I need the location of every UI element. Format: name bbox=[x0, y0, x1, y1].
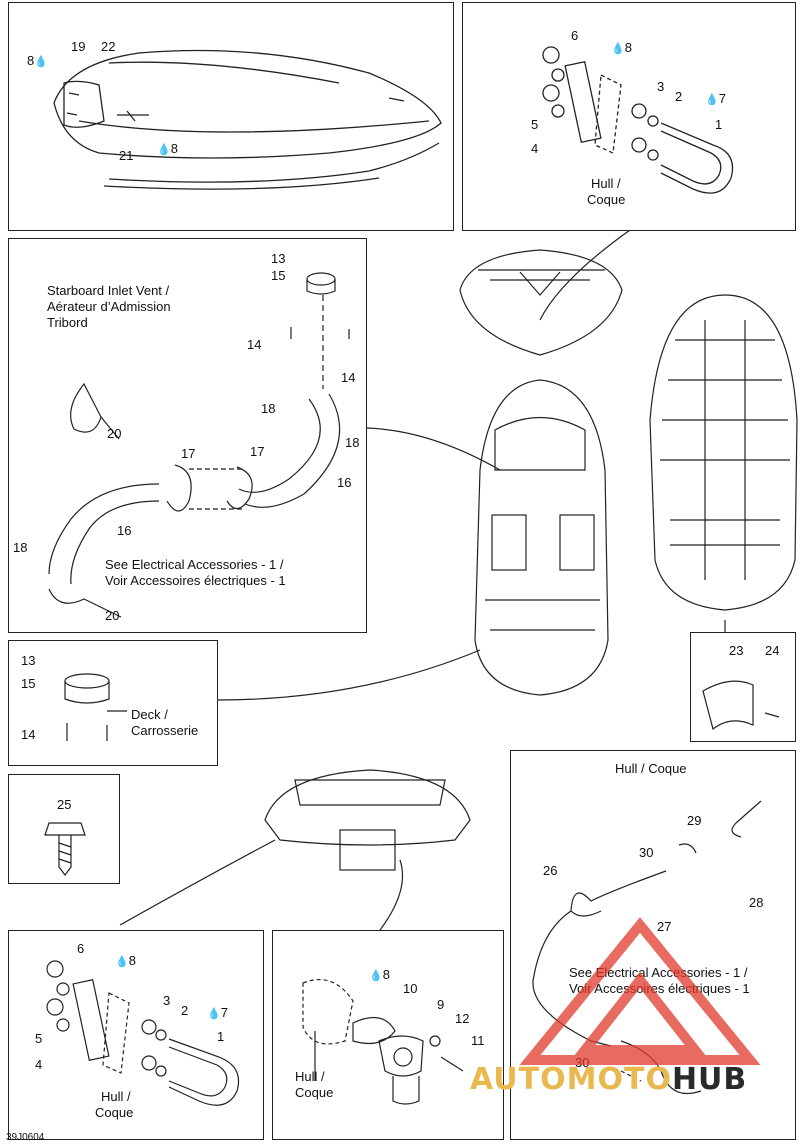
callout-4: 4 bbox=[531, 141, 539, 156]
vent-label-1: Starboard Inlet Vent / bbox=[47, 283, 170, 298]
callout-15: 15 bbox=[271, 268, 286, 283]
electrical-note-1: See Electrical Accessories - 1 / bbox=[569, 965, 748, 980]
callout-17b: 17 bbox=[250, 444, 265, 459]
callout-12: 12 bbox=[455, 1011, 470, 1026]
electrical-note-1: See Electrical Accessories - 1 / bbox=[105, 557, 284, 572]
watermark-logo: AUTOMOTOHUB bbox=[470, 1062, 747, 1097]
panel-screw: 25 bbox=[8, 774, 120, 884]
panel-inlet-vent: 13 15 Starboard Inlet Vent / Aérateur d’… bbox=[8, 238, 367, 633]
callout-18b: 18 bbox=[345, 435, 360, 450]
callout-2: 2 bbox=[675, 89, 683, 104]
drop-icon: 💧 bbox=[705, 94, 719, 106]
callout-7: 💧7 bbox=[207, 1005, 228, 1020]
deck-vent-drawing bbox=[64, 673, 127, 741]
vent-label-2: Aérateur d’Admission bbox=[47, 299, 171, 314]
panel-bow-latch: 8💧 19 22 21 💧8 bbox=[8, 2, 454, 231]
callout-27: 27 bbox=[657, 919, 672, 934]
drop-icon: 💧 bbox=[369, 970, 383, 982]
panel-deck-vent: 13 15 Deck / Carrosserie 14 bbox=[8, 640, 218, 766]
callout-6: 6 bbox=[571, 28, 579, 43]
u-bolt-drawing-bottom bbox=[46, 960, 240, 1106]
electrical-note-2: Voir Accessoires électriques - 1 bbox=[569, 981, 750, 996]
callout-21: 21 bbox=[119, 148, 134, 163]
callout-4: 4 bbox=[35, 1057, 43, 1072]
panel-u-bolt-bottom: 6 💧8 3 2 💧7 1 5 4 Hull / Coque bbox=[8, 930, 264, 1140]
callout-10: 10 bbox=[403, 981, 418, 996]
callout-30a: 30 bbox=[639, 845, 654, 860]
callout-8: 💧8 bbox=[115, 953, 136, 968]
callout-9: 9 bbox=[437, 997, 445, 1012]
callout-22: 22 bbox=[101, 39, 116, 54]
hull-label: Hull / bbox=[295, 1069, 325, 1084]
panel-drain-plug: 💧8 10 9 12 11 Hull / Coque bbox=[272, 930, 504, 1140]
hull-coque-label: Hull / Coque bbox=[615, 761, 687, 776]
callout-16a: 16 bbox=[337, 475, 352, 490]
callout-20b: 20 bbox=[105, 608, 120, 623]
vent-label-3: Tribord bbox=[47, 315, 88, 330]
coque-label: Coque bbox=[587, 192, 626, 207]
callout-2: 2 bbox=[181, 1003, 189, 1018]
electrical-note-2: Voir Accessoires électriques - 1 bbox=[105, 573, 286, 588]
watermark-red: AUTOMOTO bbox=[470, 1062, 672, 1097]
panel-u-bolt-top: 6 💧8 3 2 💧7 1 5 4 Hull / Coque bbox=[462, 2, 796, 231]
callout-3: 3 bbox=[657, 79, 665, 94]
callout-28: 28 bbox=[749, 895, 764, 910]
callout-3: 3 bbox=[163, 993, 171, 1008]
drop-icon: 💧 bbox=[115, 956, 129, 968]
callout-8: 💧8 bbox=[611, 40, 632, 55]
callout-29: 29 bbox=[687, 813, 702, 828]
drop-icon: 💧 bbox=[34, 56, 48, 68]
coque-label: Coque bbox=[295, 1085, 334, 1100]
callout-16b: 16 bbox=[117, 523, 132, 538]
callout-8b: 💧8 bbox=[157, 141, 178, 156]
callout-11: 11 bbox=[471, 1033, 485, 1048]
watermark-dark: HUB bbox=[671, 1062, 748, 1097]
hull-label: Hull / bbox=[101, 1089, 131, 1104]
callout-7: 💧7 bbox=[705, 91, 726, 106]
bow-deck-drawing bbox=[53, 49, 442, 190]
callout-24: 24 bbox=[765, 643, 780, 658]
callout-20a: 20 bbox=[107, 426, 122, 441]
callout-14: 14 bbox=[21, 727, 36, 742]
callout-14b: 14 bbox=[341, 370, 356, 385]
hull-label: Hull / bbox=[591, 176, 621, 191]
callout-17a: 17 bbox=[181, 446, 196, 461]
drain-plug-drawing bbox=[302, 979, 464, 1105]
vent-hose-drawing bbox=[48, 272, 350, 618]
callout-19: 19 bbox=[71, 39, 86, 54]
callout-5: 5 bbox=[35, 1031, 43, 1046]
callout-14a: 14 bbox=[247, 337, 262, 352]
callout-6: 6 bbox=[77, 941, 85, 956]
callout-23: 23 bbox=[729, 643, 744, 658]
callout-1: 1 bbox=[715, 117, 723, 132]
figure-code: 39J0604 bbox=[6, 1132, 45, 1143]
drop-icon: 💧 bbox=[611, 43, 625, 55]
callout-13: 13 bbox=[21, 653, 36, 668]
screw-drawing bbox=[44, 822, 86, 876]
deck-label: Deck / bbox=[131, 707, 168, 722]
callout-26: 26 bbox=[543, 863, 558, 878]
callout-8: 8💧 bbox=[27, 53, 48, 68]
carrosserie-label: Carrosserie bbox=[131, 723, 199, 738]
u-bolt-drawing bbox=[542, 46, 734, 194]
callout-25: 25 bbox=[57, 797, 72, 812]
callout-1: 1 bbox=[217, 1029, 225, 1044]
callout-13: 13 bbox=[271, 251, 286, 266]
callout-18a: 18 bbox=[261, 401, 276, 416]
callout-8: 💧8 bbox=[369, 967, 390, 982]
drop-icon: 💧 bbox=[207, 1008, 221, 1020]
callout-15: 15 bbox=[21, 676, 36, 691]
coque-label: Coque bbox=[95, 1105, 134, 1120]
bracket-drawing bbox=[702, 680, 780, 731]
drop-icon: 💧 bbox=[157, 144, 171, 156]
callout-5: 5 bbox=[531, 117, 539, 132]
callout-18c: 18 bbox=[13, 540, 28, 555]
panel-bracket: 23 24 bbox=[690, 632, 796, 742]
